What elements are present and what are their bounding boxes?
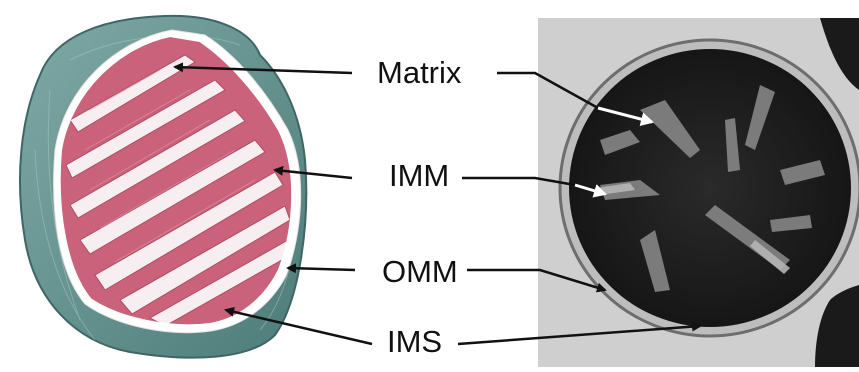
label-imm: IMM	[389, 160, 449, 191]
illustrated-mitochondrion	[20, 16, 310, 358]
electron-micrograph	[538, 18, 859, 367]
label-omm: OMM	[382, 256, 458, 287]
label-ims: IMS	[387, 326, 442, 357]
label-matrix: Matrix	[377, 57, 461, 88]
